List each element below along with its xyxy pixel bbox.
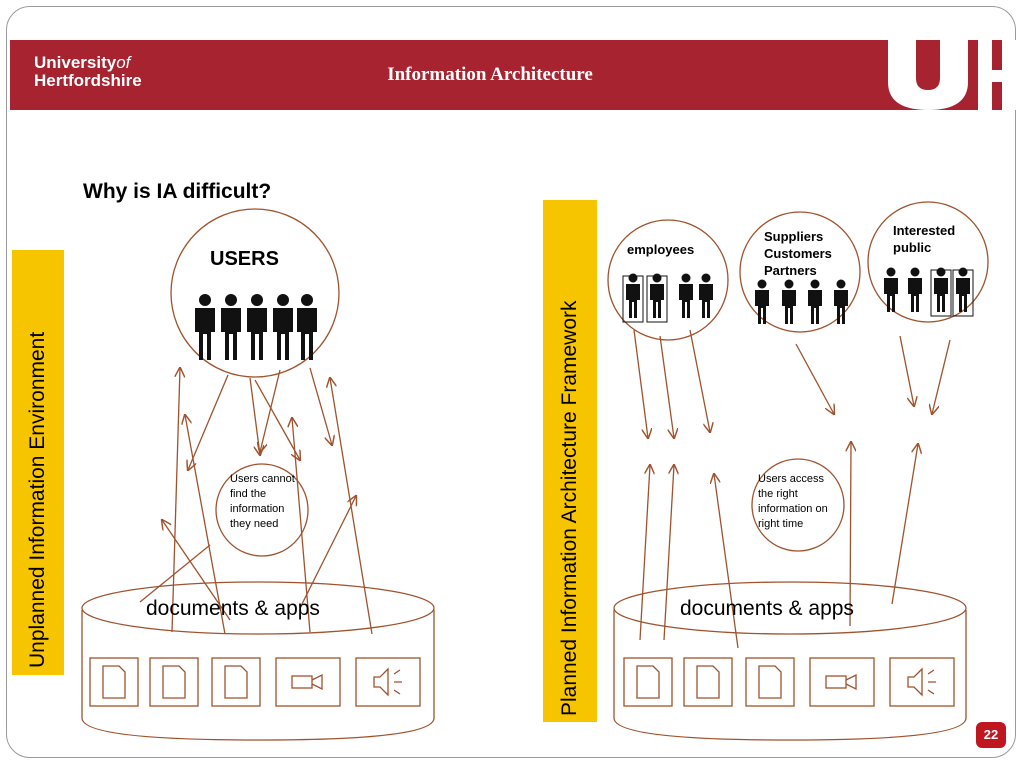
group-employees-label: employees (627, 242, 695, 257)
page-number-badge: 22 (976, 722, 1006, 748)
left-repository (81, 581, 435, 741)
audio-icon (889, 657, 955, 707)
video-icon (809, 657, 875, 707)
header-title: Information Architecture (387, 64, 593, 85)
users-circle (170, 208, 340, 378)
left-callout-text: Users cannot find the information they n… (230, 473, 295, 530)
logo-line1: University (34, 53, 117, 72)
left-vertical-bar (12, 250, 64, 675)
group-public: public (893, 240, 932, 255)
header-bar: Universityof Hertfordshire Information A… (10, 40, 1016, 110)
right-callout-circle (751, 458, 845, 552)
audio-icon (355, 657, 421, 707)
group-partners-label: Suppliers Customers Partners (764, 228, 832, 279)
group-partners: Partners (764, 263, 817, 278)
users-title: USERS (210, 248, 279, 270)
group-suppliers: Suppliers (764, 229, 824, 244)
left-arrows (139, 368, 373, 635)
group-public-label: Interested public (893, 222, 955, 256)
video-icon (275, 657, 341, 707)
left-callout-circle (215, 463, 309, 557)
right-callout-text: Users access the right information on ri… (758, 473, 828, 530)
group-interested: Interested (893, 223, 956, 238)
right-arrows (633, 329, 951, 649)
right-repository-label: documents & apps (680, 597, 854, 620)
right-repository (613, 581, 967, 741)
uh-logo-mark (888, 40, 1016, 110)
partners-circle (739, 211, 861, 333)
logo-of: of (116, 53, 131, 72)
right-vertical-bar (543, 200, 597, 722)
university-logo: Universityof Hertfordshire (34, 54, 142, 90)
left-repository-label: documents & apps (146, 597, 320, 620)
group-customers: Customers (764, 246, 832, 261)
public-circle (867, 201, 989, 323)
employees-circle (607, 219, 729, 341)
slide-frame (6, 6, 1016, 758)
slide-heading: Why is IA difficult? (83, 180, 272, 203)
logo-line2: Hertfordshire (34, 71, 142, 90)
